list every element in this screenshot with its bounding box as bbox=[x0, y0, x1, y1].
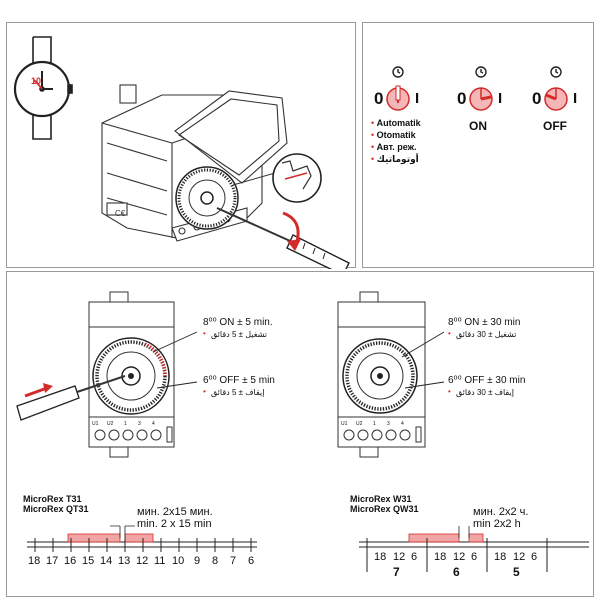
watch-red-hand bbox=[33, 79, 43, 90]
left-off-arabic: إيقاف ± 5 دقائق bbox=[211, 388, 265, 397]
left-off-bullet: • bbox=[203, 387, 206, 396]
right-tick: 6 bbox=[531, 551, 538, 563]
day-label: 6 bbox=[453, 565, 460, 579]
clock-icon-off bbox=[550, 66, 562, 78]
right-off-bullet: • bbox=[448, 387, 451, 396]
right-tick: 18 bbox=[374, 551, 387, 563]
right-on-arabic: تشغيل ± 30 دقائق bbox=[456, 330, 517, 339]
left-on-bullet: • bbox=[203, 329, 206, 338]
right-dial bbox=[342, 338, 418, 414]
right-terminal-u1: U1 bbox=[341, 421, 348, 427]
left-terminal-u2: U2 bbox=[107, 421, 114, 427]
left-tick: 17 bbox=[46, 555, 59, 567]
left-terminal-3: 3 bbox=[138, 421, 141, 427]
left-tick: 9 bbox=[194, 555, 201, 567]
device-dial bbox=[175, 166, 239, 230]
clock-icon-on bbox=[475, 66, 487, 78]
left-dial bbox=[92, 337, 170, 415]
right-tick: 12 bbox=[453, 551, 466, 563]
right-terminal-1: 1 bbox=[373, 421, 376, 427]
clock-icon-auto bbox=[392, 66, 404, 78]
magnifier-detail bbox=[232, 153, 322, 203]
left-off-time-label: 6⁰⁰ OFF ± 5 min bbox=[203, 375, 275, 386]
auto-label-tr: Otomatik bbox=[376, 130, 416, 140]
day-label: 7 bbox=[393, 565, 400, 579]
right-min-en: min 2x2 h bbox=[473, 518, 521, 530]
right-on-time-label: 8⁰⁰ ON ± 30 min bbox=[448, 317, 521, 328]
right-terminal-block bbox=[343, 426, 422, 443]
right-tick: 12 bbox=[513, 551, 526, 563]
left-terminal-block bbox=[94, 426, 173, 443]
ce-mark: C€ bbox=[115, 209, 126, 218]
left-tick: 10 bbox=[172, 555, 185, 567]
left-tick: 13 bbox=[118, 555, 131, 567]
left-terminal-4: 4 bbox=[152, 421, 155, 427]
right-tick: 12 bbox=[393, 551, 406, 563]
rotate-arrowhead-icon bbox=[287, 239, 301, 251]
wristwatch-icon bbox=[13, 36, 73, 140]
right-model-1: MicroRex W31 bbox=[350, 494, 412, 504]
left-min-ru: мин. 2x15 мин. bbox=[137, 506, 213, 518]
right-tick: 6 bbox=[471, 551, 478, 563]
one-label-off: I bbox=[573, 90, 578, 107]
zero-label-auto: 0 bbox=[374, 89, 384, 108]
left-tick: 15 bbox=[82, 555, 95, 567]
left-on-arabic: تشغيل ± 5 دقائق bbox=[211, 330, 267, 339]
right-terminal-4: 4 bbox=[401, 421, 404, 427]
left-on-time-label: 8⁰⁰ ON ± 5 min. bbox=[203, 317, 273, 328]
day-label: 5 bbox=[513, 565, 520, 579]
one-label-on: I bbox=[498, 90, 503, 107]
right-tick: 18 bbox=[494, 551, 507, 563]
left-tick: 7 bbox=[230, 555, 237, 567]
time-setting-drawing bbox=[16, 291, 589, 572]
off-label: OFF bbox=[543, 119, 567, 133]
left-terminal-u1: U1 bbox=[92, 421, 99, 427]
auto-label-ru: Авт. реж. bbox=[376, 142, 417, 152]
auto-mode-labels: • Automatik • Otomatik • Авт. реж. • أوت… bbox=[371, 118, 421, 164]
mode-switch-drawing bbox=[386, 66, 568, 111]
zero-label-off: 0 bbox=[532, 89, 542, 108]
one-label-auto: I bbox=[415, 90, 420, 107]
left-terminal-1: 1 bbox=[124, 421, 127, 427]
left-tick: 11 bbox=[154, 555, 166, 567]
left-tick: 18 bbox=[28, 555, 41, 567]
right-model-2: MicroRex QW31 bbox=[350, 504, 419, 514]
left-screwdriver-icon bbox=[16, 375, 126, 421]
left-tick: 8 bbox=[212, 555, 219, 567]
right-terminal-3: 3 bbox=[387, 421, 390, 427]
installation-panel: 10 C€ bbox=[6, 22, 356, 269]
left-tick: 6 bbox=[248, 555, 255, 567]
right-time-scale bbox=[359, 526, 589, 572]
time-setting-panel: 8⁰⁰ ON ± 5 min. • تشغيل ± 5 دقائق 6⁰⁰ OF… bbox=[6, 271, 594, 597]
right-tick: 18 bbox=[434, 551, 447, 563]
left-time-scale bbox=[27, 525, 257, 552]
left-tick: 14 bbox=[100, 555, 113, 567]
installation-drawing: 10 C€ bbox=[13, 36, 350, 269]
left-model-2: MicroRex QT31 bbox=[23, 504, 89, 514]
on-label: ON bbox=[469, 119, 487, 133]
right-on-bullet: • bbox=[448, 329, 451, 338]
left-tick: 12 bbox=[136, 555, 149, 567]
left-model-1: MicroRex T31 bbox=[23, 494, 82, 504]
right-tick: 6 bbox=[411, 551, 418, 563]
auto-label-ar: أوتوماتيك bbox=[376, 154, 419, 164]
auto-label-de: Automatik bbox=[376, 118, 421, 128]
left-min-en: min. 2 x 15 min bbox=[137, 518, 212, 530]
right-terminal-u2: U2 bbox=[356, 421, 363, 427]
zero-label-on: 0 bbox=[457, 89, 467, 108]
right-min-ru: мин. 2x2 ч. bbox=[473, 506, 529, 518]
insert-arrow-icon bbox=[24, 386, 48, 398]
mode-switch-panel: 0 I 0 I 0 I • Automatik • Otomatik • Авт… bbox=[362, 22, 594, 268]
right-off-time-label: 6⁰⁰ OFF ± 30 min bbox=[448, 375, 526, 386]
left-tick: 16 bbox=[64, 555, 77, 567]
screwdriver-icon bbox=[216, 207, 350, 269]
right-off-arabic: إيقاف ± 30 دقائق bbox=[456, 388, 514, 397]
